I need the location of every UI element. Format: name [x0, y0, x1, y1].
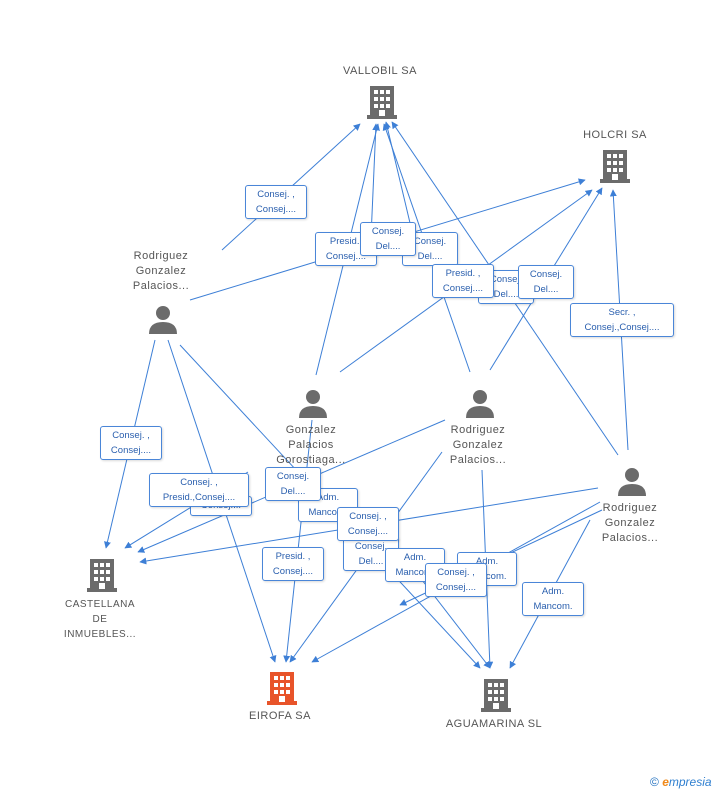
relation-label[interactable]: Adm. Mancom.: [522, 582, 584, 616]
person4-label[interactable]: Rodriguez Gonzalez Palacios...: [601, 502, 659, 544]
copyright-footer: © empresia: [650, 775, 712, 789]
aguamarina-label[interactable]: AGUAMARINA SL: [445, 718, 543, 730]
person4-person-icon[interactable]: [617, 466, 647, 501]
eirofa-building-icon[interactable]: [266, 670, 298, 711]
holcri-label[interactable]: HOLCRI SA: [583, 129, 647, 141]
castellana-building-icon[interactable]: [86, 557, 118, 598]
relation-label[interactable]: Consej. Del....: [518, 265, 574, 299]
copyright-icon: ©: [650, 775, 659, 789]
relation-label[interactable]: Consej. , Consej....: [337, 507, 399, 541]
castellana-label[interactable]: CASTELLANA DE INMUEBLES...: [63, 599, 137, 640]
person3-label[interactable]: Rodriguez Gonzalez Palacios...: [449, 424, 507, 466]
vallobil-building-icon[interactable]: [366, 84, 398, 125]
holcri-building-icon[interactable]: [599, 148, 631, 189]
relation-label[interactable]: Secr. , Consej.,Consej....: [570, 303, 674, 337]
person1-person-icon[interactable]: [148, 304, 178, 339]
relation-label[interactable]: Presid. , Consej....: [262, 547, 324, 581]
eirofa-label[interactable]: EIROFA SA: [249, 710, 311, 722]
person3-person-icon[interactable]: [465, 388, 495, 423]
vallobil-label[interactable]: VALLOBIL SA: [343, 65, 417, 77]
relation-label[interactable]: Presid. , Consej....: [432, 264, 494, 298]
relation-label[interactable]: Consej. , Presid.,Consej....: [149, 473, 249, 507]
relation-label[interactable]: Consej. , Consej....: [100, 426, 162, 460]
aguamarina-building-icon[interactable]: [480, 677, 512, 718]
person1-label[interactable]: Rodriguez Gonzalez Palacios...: [132, 250, 190, 292]
relation-label[interactable]: Consej. Del....: [360, 222, 416, 256]
relation-edge: [283, 419, 313, 663]
relation-label[interactable]: Consej. Del....: [265, 467, 321, 501]
relation-label[interactable]: Adm. Mancom.: [385, 548, 445, 582]
person2-person-icon[interactable]: [298, 388, 328, 423]
empresia-logo[interactable]: empresia: [662, 775, 712, 789]
relation-label[interactable]: Consej. , Consej....: [425, 563, 487, 597]
relation-label[interactable]: Consej. , Consej....: [245, 185, 307, 219]
person2-label[interactable]: Gonzalez Palacios Gorostiaga...: [276, 424, 346, 466]
